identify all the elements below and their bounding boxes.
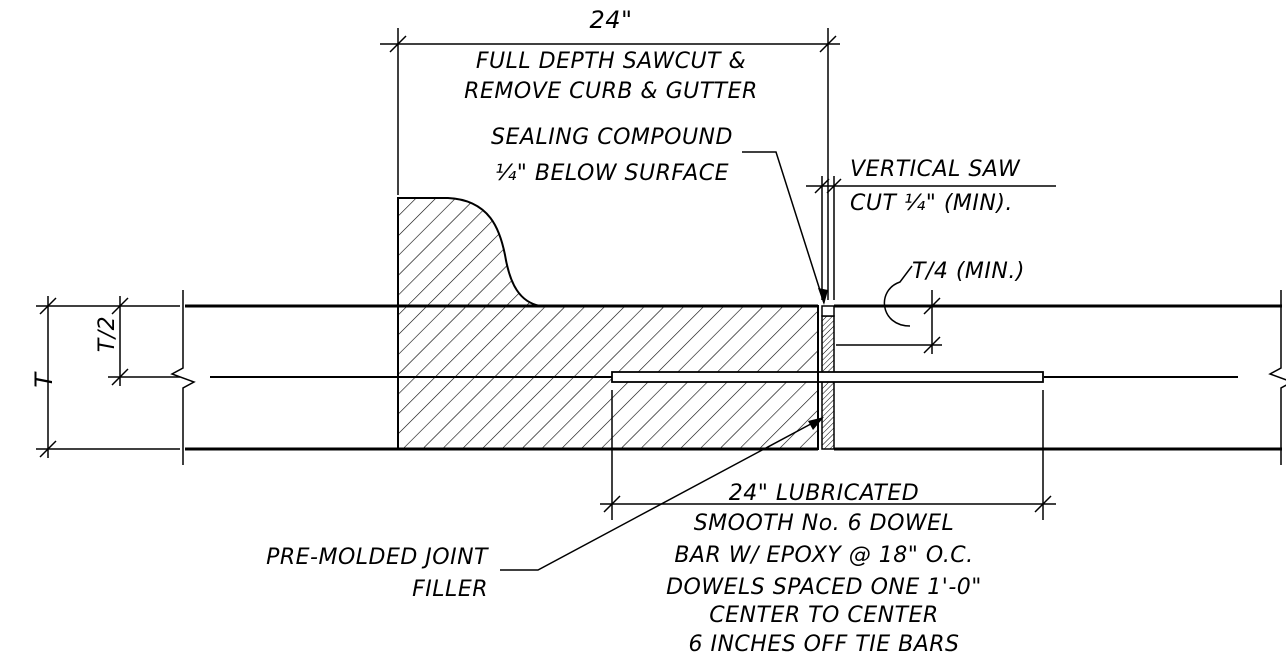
sealing-label-1: SEALING COMPOUND — [491, 125, 733, 150]
left-break-line — [170, 290, 196, 465]
sealing-leader — [742, 151, 828, 305]
dowel-label-4: DOWELS SPACED ONE 1'-0" — [666, 575, 982, 600]
t4-dimension — [836, 265, 942, 354]
dowel-label-5: CENTER TO CENTER — [709, 603, 938, 628]
dowel-label-6: 6 INCHES OFF TIE BARS — [688, 632, 959, 657]
sealing-label-2: ¼" BELOW SURFACE — [495, 161, 729, 186]
dowel-length-dimension — [600, 390, 1056, 520]
dowel-label-1: 24" LUBRICATED — [729, 481, 919, 506]
half-thickness-dimension — [108, 296, 180, 386]
filler-label-1: PRE-MOLDED JOINT — [266, 545, 489, 570]
t-label: T — [30, 371, 58, 388]
saw-cut-dimension — [806, 176, 1056, 300]
curb-gutter-hatch — [397, 197, 819, 450]
top-width-dimension — [380, 28, 840, 300]
sawcut-label-2: REMOVE CURB & GUTTER — [464, 79, 758, 104]
filler-label-2: FILLER — [412, 577, 488, 602]
t-half-label: T/2 — [95, 316, 120, 352]
sealing-compound — [821, 305, 835, 317]
vertical-saw-label-2: CUT ¼" (MIN). — [850, 191, 1013, 216]
filler-leader — [500, 417, 824, 571]
t4-label: T/4 (MIN.) — [912, 259, 1025, 284]
right-break-line — [1268, 290, 1286, 465]
sawcut-label-1: FULL DEPTH SAWCUT & — [476, 49, 746, 74]
thickness-dimension — [36, 296, 180, 458]
width-dimension-label: 24" — [589, 6, 632, 34]
dowel-label-3: BAR W/ EPOXY @ 18" O.C. — [674, 543, 973, 568]
dowel-bar — [611, 371, 1044, 383]
dowel-label-2: SMOOTH No. 6 DOWEL — [694, 511, 955, 536]
vertical-saw-label-1: VERTICAL SAW — [850, 157, 1021, 182]
